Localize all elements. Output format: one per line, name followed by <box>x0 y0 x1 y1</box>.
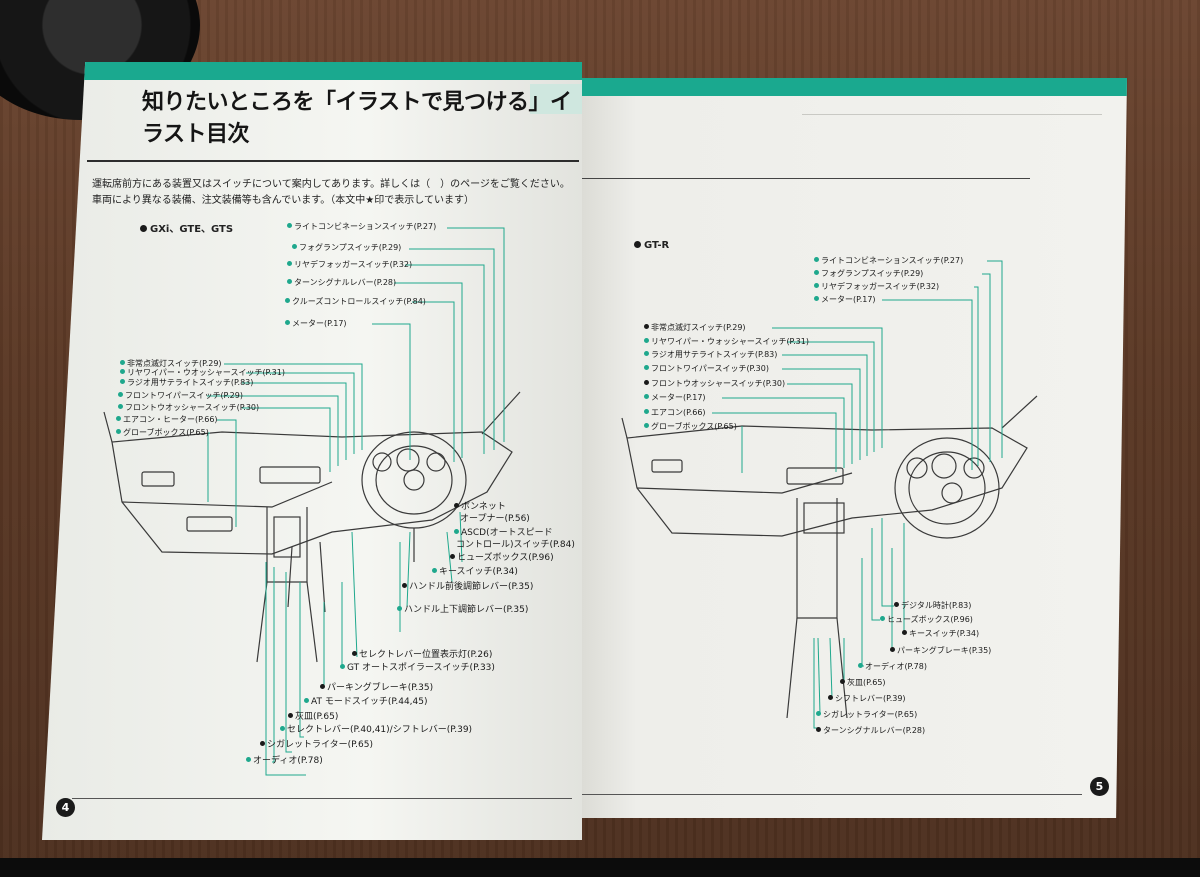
label-gt-auto-spoiler: GT オートスポイラースイッチ(P.33) <box>340 663 495 673</box>
label-audio: オーディオ(P.78) <box>246 756 323 766</box>
gtr-label-audio: オーディオ(P.78) <box>858 662 927 672</box>
label-front-washer-switch: フロントウオッシャースイッチ(P.30) <box>118 403 259 413</box>
intro-line-1: 運転席前方にある装置又はスイッチについて案内してあります。詳しくは（ ）のページ… <box>92 179 570 190</box>
label-steering-tilt-front-back: ハンドル前後調節レバー(P.35) <box>402 582 533 592</box>
gtr-label-rear-defogger-switch: リヤデフォッガースイッチ(P.32) <box>814 282 939 292</box>
gtr-label-glove-box: グローブボックス(P.65) <box>644 422 737 432</box>
gtr-label-key-switch: キースイッチ(P.34) <box>902 629 979 639</box>
gtr-label-turn-signal-lever: ターンシグナルレバー(P.28) <box>816 726 925 736</box>
gtr-label-fog-lamp-switch: フォグランプスイッチ(P.29) <box>814 269 923 279</box>
gtr-label-front-washer-switch: フロントウオッシャースイッチ(P.30) <box>644 379 785 389</box>
label-select-lever-indicator: セレクトレバー位置表示灯(P.26) <box>352 650 492 660</box>
section-heading-gxi: GXi、GTE、GTS <box>140 220 233 235</box>
gtr-label-light-combination-switch: ライトコンビネーションスイッチ(P.27) <box>814 256 963 266</box>
intro-line-2: 車両により異なる装備、注文装備等も含んでいます。（本文中★印で表示しています） <box>92 195 474 206</box>
label-ashtray: 灰皿(P.65) <box>288 712 338 722</box>
gtr-label-front-wiper-switch: フロントワイパースイッチ(P.30) <box>644 364 769 374</box>
dashboard-illustration-gtr <box>621 260 1038 729</box>
gtr-label-digital-clock: デジタル時計(P.83) <box>894 601 971 611</box>
label-front-wiper-switch: フロントワイパースイッチ(P.29) <box>118 391 243 401</box>
bottom-border <box>0 858 1200 877</box>
right-page-color-band <box>582 78 1127 96</box>
label-light-combination-switch: ライトコンビネーションスイッチ(P.27) <box>287 222 436 232</box>
left-page-color-band <box>42 62 582 80</box>
label-cigarette-lighter: シガレットライター(P.65) <box>260 740 373 750</box>
footer-rule <box>582 794 1082 795</box>
label-parking-brake: パーキングブレーキ(P.35) <box>320 683 433 693</box>
label-fuse-box: ヒューズボックス(P.96) <box>450 553 554 563</box>
label-at-mode-switch: AT モードスイッチ(P.44,45) <box>304 697 428 707</box>
left-page: 知りたいところを「イラストで見つける」イラスト目次 運転席前方にある装置又はスイ… <box>42 62 582 840</box>
dashboard-illustration-gxi <box>103 227 521 776</box>
label-turn-signal-lever: ターンシグナルレバー(P.28) <box>287 278 396 288</box>
label-glove-box: グローブボックス(P.65) <box>116 428 209 438</box>
label-radio-satellite-switch: ラジオ用サテライトスイッチ(P.83) <box>120 378 253 388</box>
label-fog-lamp-switch: フォグランプスイッチ(P.29) <box>292 243 401 253</box>
page-number-4: 4 <box>56 798 75 817</box>
label-ascd-switch: コントロール)スイッチ(P.84) <box>456 540 575 550</box>
gtr-label-hazard-switch: 非常点滅灯スイッチ(P.29) <box>644 323 746 333</box>
title-tab <box>530 84 582 114</box>
section-label: GT-R <box>644 240 670 251</box>
gtr-label-rear-wiper-switch: リヤワイパー・ウォッシャースイッチ(P.31) <box>644 337 809 347</box>
label-steering-tilt-up-down: ハンドル上下調節レバー(P.35) <box>397 605 528 615</box>
header-rule <box>582 178 1030 179</box>
gtr-label-radio-satellite-switch: ラジオ用サテライトスイッチ(P.83) <box>644 350 777 360</box>
footer-rule <box>72 798 572 799</box>
bullet-icon <box>634 241 641 248</box>
bleed-through-rule <box>802 114 1102 115</box>
gtr-label-aircon: エアコン(P.66) <box>644 408 706 418</box>
gtr-label-ashtray: 灰皿(P.65) <box>840 678 886 688</box>
right-page: GT-R <box>582 78 1127 818</box>
gtr-label-meter: メーター(P.17) <box>644 393 706 403</box>
label-key-switch: キースイッチ(P.34) <box>432 567 518 577</box>
label-rear-wiper-switch: リヤワイパー・ウオッシャースイッチ(P.31) <box>120 368 285 378</box>
gtr-label-meter-top: メーター(P.17) <box>814 295 876 305</box>
label-rear-defogger-switch: リヤデフォッガースイッチ(P.32) <box>287 260 412 270</box>
title-rule <box>87 160 579 162</box>
gtr-label-fuse-box: ヒューズボックス(P.96) <box>880 615 973 625</box>
label-cruise-control-switch: クルーズコントロールスイッチ(P.84) <box>285 297 426 307</box>
label-bonnet-opener: オープナー(P.56) <box>460 514 530 524</box>
gtr-label-parking-brake: パーキングブレーキ(P.35) <box>890 646 991 656</box>
gtr-label-cigarette-lighter: シガレットライター(P.65) <box>816 710 917 720</box>
label-hazard-switch: 非常点滅灯スイッチ(P.29) <box>120 359 222 369</box>
section-heading-gtr: GT-R <box>634 240 669 251</box>
section-label: GXi、GTE、GTS <box>150 224 234 235</box>
label-ascd: ASCD(オートスピード <box>454 528 553 538</box>
label-select-lever-shift-lever: セレクトレバー(P.40,41)/シフトレバー(P.39) <box>280 725 472 735</box>
page-number-5: 5 <box>1090 777 1109 796</box>
gtr-label-shift-lever: シフトレバー(P.39) <box>828 694 906 704</box>
label-aircon-heater: エアコン・ヒーター(P.66) <box>116 415 218 425</box>
page-title: 知りたいところを「イラストで見つける」イラスト目次 <box>142 90 572 147</box>
label-bonnet: ボンネット <box>454 502 506 512</box>
label-meter: メーター(P.17) <box>285 319 347 329</box>
bullet-icon <box>140 225 147 232</box>
